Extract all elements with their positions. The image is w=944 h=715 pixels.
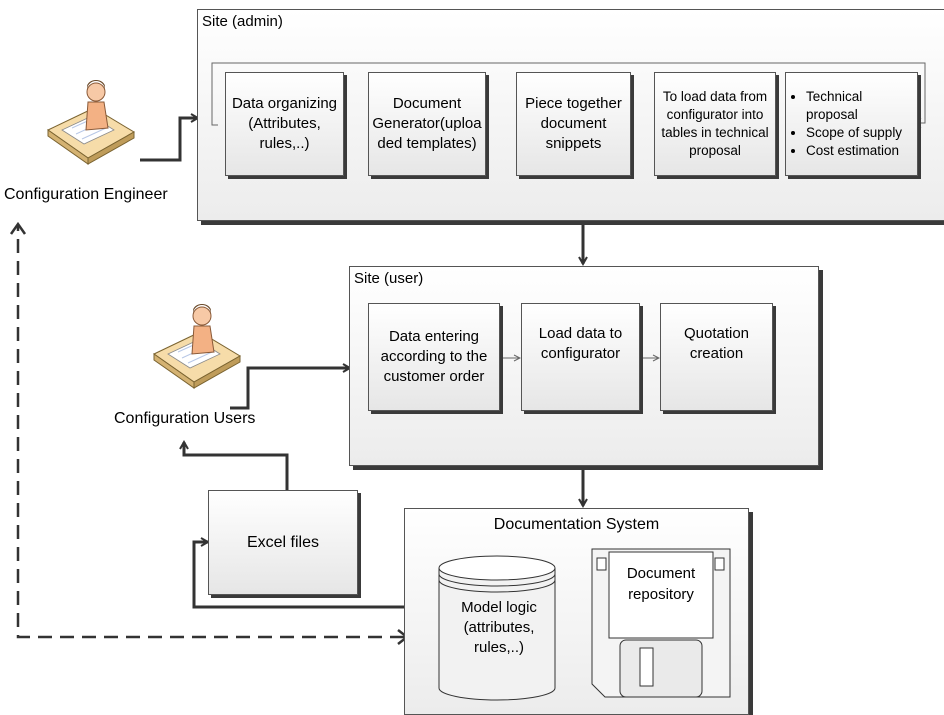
- admin-step-label: Document Generator(uploa ded templates): [372, 95, 482, 152]
- admin-step-data-organizing: Data organizing (Attributes, rules,..): [225, 72, 344, 176]
- admin-step-load-data: To load data from configurator into tabl…: [654, 72, 776, 176]
- admin-outputs-list: Technical proposal Scope of supply Cost …: [792, 88, 911, 160]
- dashed-arrow-head-up: [9, 221, 27, 235]
- model-logic-label: Model logic (attributes, rules,..): [461, 599, 537, 656]
- user-step-arrows: [502, 267, 820, 467]
- excel-files-box: Excel files: [208, 490, 358, 595]
- users-label: Configuration Users: [114, 410, 256, 427]
- engineer-desk-icon: [47, 80, 135, 165]
- engineer-label: Configuration Engineer: [4, 186, 168, 203]
- user-step-label: Load data to configurator: [538, 325, 623, 362]
- admin-step-label: Data organizing (Attributes, rules,..): [231, 95, 338, 152]
- users-desk-icon: [153, 304, 241, 389]
- user-step-load-data: Load data to configurator: [521, 303, 640, 411]
- user-step-label: Quotation creation: [683, 325, 750, 362]
- admin-outputs-box: Technical proposal Scope of supply Cost …: [785, 72, 918, 176]
- excel-files-label: Excel files: [246, 533, 320, 551]
- user-site-title: Site (user): [354, 270, 424, 287]
- documentation-title: Documentation System: [493, 516, 660, 533]
- user-step-data-entering: Data entering according to the customer …: [368, 303, 500, 411]
- user-step-label: Data entering according to the customer …: [380, 328, 488, 385]
- floppy-disk-icon: [591, 548, 731, 698]
- excel-to-users-arrow: [184, 442, 289, 490]
- user-step-quotation: Quotation creation: [660, 303, 773, 411]
- users-to-site-arrow: [230, 368, 350, 410]
- admin-step-label: To load data from configurator into tabl…: [661, 89, 769, 158]
- document-repository-label: Document repository: [626, 565, 696, 603]
- database-icon: [438, 555, 556, 701]
- doc-to-excel-arrow: [192, 542, 404, 609]
- engineer-to-admin-arrow: [140, 118, 198, 162]
- dashed-feedback-arrow: [16, 226, 404, 639]
- output-scope-of-supply: Scope of supply: [806, 124, 911, 142]
- admin-step-piece-together: Piece together document snippets: [516, 72, 631, 176]
- admin-step-document-generator: Document Generator(uploa ded templates): [368, 72, 486, 176]
- output-cost-estimation: Cost estimation: [806, 142, 911, 160]
- output-technical-proposal: Technical proposal: [806, 88, 911, 124]
- admin-step-label: Piece together document snippets: [525, 95, 622, 152]
- admin-site-title: Site (admin): [202, 13, 283, 30]
